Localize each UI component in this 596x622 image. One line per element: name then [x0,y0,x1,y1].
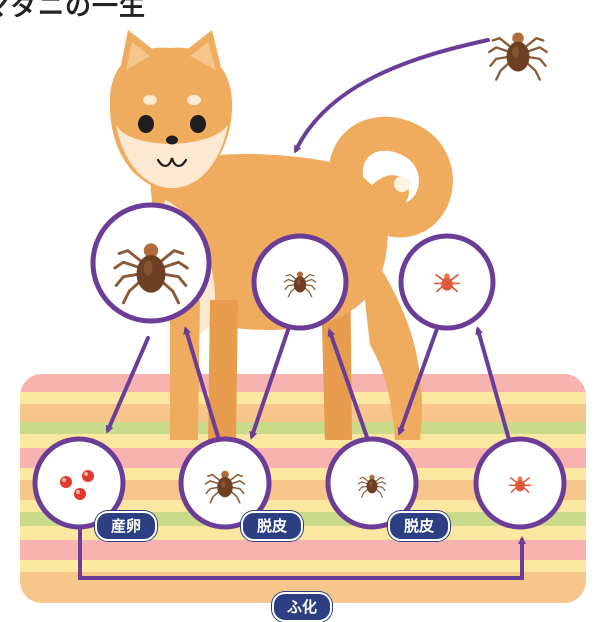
stage-larva-on-host [398,233,496,331]
arrow-larva-ground-to-host [475,326,514,452]
stage-adult-ground [178,436,272,530]
label-egg-laying: 産卵 [95,511,157,541]
tick-icon [488,31,548,81]
stage-larva-ground [473,436,567,530]
label-molt-1: 脱皮 [241,511,303,541]
arrow-nymph-host-to-ground [249,328,290,440]
stage-adult-on-host [90,202,212,324]
arrow-larva-molt-to-nymph [327,328,370,442]
cycle-arrows [78,38,526,580]
arrow-larva-host-to-ground [397,324,440,436]
stage-nymph-ground [325,436,419,530]
arrow-nymph-molt-to-adult [183,326,224,452]
page-title: マダニの一生 [0,0,147,22]
stage-eggs [32,436,126,530]
label-hatch: ふ化 [272,592,332,622]
stage-nymph-on-host [251,233,349,331]
label-molt-2: 脱皮 [388,511,450,541]
arrow-hatch [78,520,526,580]
egg-icon [60,470,94,500]
arrow-tick-to-dog [294,38,490,154]
arrow-adult-to-eggs [105,336,150,434]
